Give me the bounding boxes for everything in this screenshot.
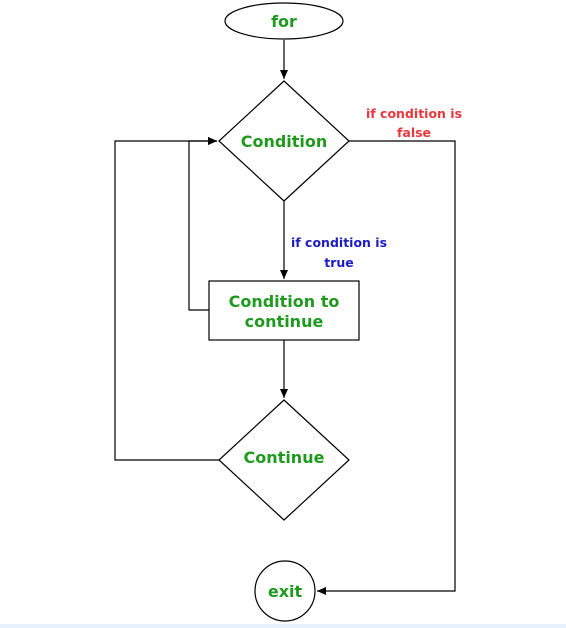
false-label-line1: if condition is	[366, 106, 462, 121]
body-node: Condition to continue	[208, 280, 360, 341]
continue-node: Continue	[218, 399, 350, 521]
false-label-line2: false	[397, 125, 431, 140]
bottom-border-strip	[0, 624, 566, 628]
exit-label: exit	[268, 582, 303, 601]
body-label-line2: continue	[245, 312, 324, 331]
exit-node: exit	[254, 560, 316, 622]
true-label-line2: true	[324, 255, 354, 270]
condition-label: Condition	[241, 132, 328, 151]
true-branch-label: if condition is true	[291, 235, 387, 270]
body-label-line1: Condition to	[229, 292, 340, 311]
arrow-continue-loop-to-condition	[114, 137, 219, 461]
start-label: for	[271, 12, 297, 31]
continue-diamond	[218, 399, 350, 521]
condition-node: Condition	[218, 80, 350, 202]
false-branch-label: if condition is false	[366, 106, 462, 140]
arrow-condition-false-to-exit	[317, 140, 456, 595]
exit-circle	[254, 560, 316, 622]
continue-label: Continue	[244, 448, 325, 467]
true-label-line1: if condition is	[291, 235, 387, 250]
body-rect	[208, 280, 360, 341]
start-node: for	[224, 2, 344, 40]
start-ellipse	[224, 2, 344, 40]
